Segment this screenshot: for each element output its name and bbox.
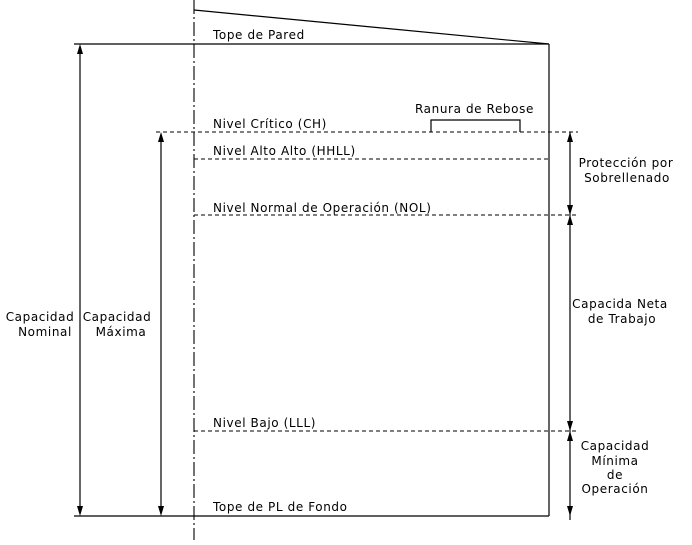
- arrowhead-top: [158, 132, 164, 142]
- capacidad-nominal-label-2: Nominal: [18, 325, 72, 339]
- ranura-de-rebose-bracket: [430, 119, 521, 132]
- arrowhead-bottom: [567, 506, 573, 516]
- capacidad-neta-label-1: Capacida Neta: [572, 297, 668, 311]
- capacidad-minima-label-4: Operación: [581, 482, 648, 496]
- capacidad-neta-label-2: de Trabajo: [588, 312, 656, 326]
- nivel-normal-label: Nivel Normal de Operación (NOL): [213, 201, 432, 215]
- arrowhead-bottom: [567, 421, 573, 431]
- capacidad-minima-label-2: Mínima: [591, 454, 638, 468]
- arrowhead-bottom: [77, 506, 83, 516]
- capacidad-nominal-label-1: Capacidad: [6, 310, 75, 324]
- tope-de-pared-label: Tope de Pared: [212, 28, 305, 42]
- arrowhead-top: [567, 431, 573, 441]
- right-dimension-chain: [567, 132, 573, 520]
- nivel-critico-label: Nivel Crítico (CH): [213, 117, 327, 131]
- capacidad-minima-label-3: de: [607, 468, 623, 482]
- arrowhead-top: [567, 215, 573, 225]
- tope-fondo-label: Tope de PL de Fondo: [212, 500, 348, 514]
- arrowhead-bottom: [158, 506, 164, 516]
- arrowhead-top: [567, 132, 573, 142]
- arrowhead-bottom: [567, 205, 573, 215]
- ranura-de-rebose-label: Ranura de Rebose: [415, 102, 534, 116]
- nivel-bajo-label: Nivel Bajo (LLL): [213, 416, 316, 430]
- capacidad-maxima-dimension: [158, 132, 164, 516]
- proteccion-label-1: Protección por: [579, 156, 674, 170]
- nivel-alto-alto-label: Nivel Alto Alto (HHLL): [213, 144, 356, 158]
- capacidad-maxima-label-1: Capacidad: [83, 310, 152, 324]
- capacidad-maxima-label-2: Máxima: [96, 325, 147, 339]
- tank-roof-line: [193, 9, 550, 45]
- capacidad-minima-label-1: Capacidad: [581, 439, 650, 453]
- proteccion-label-2: Sobrellenado: [584, 171, 670, 185]
- capacidad-nominal-dimension: [77, 44, 83, 516]
- arrowhead-top: [77, 44, 83, 54]
